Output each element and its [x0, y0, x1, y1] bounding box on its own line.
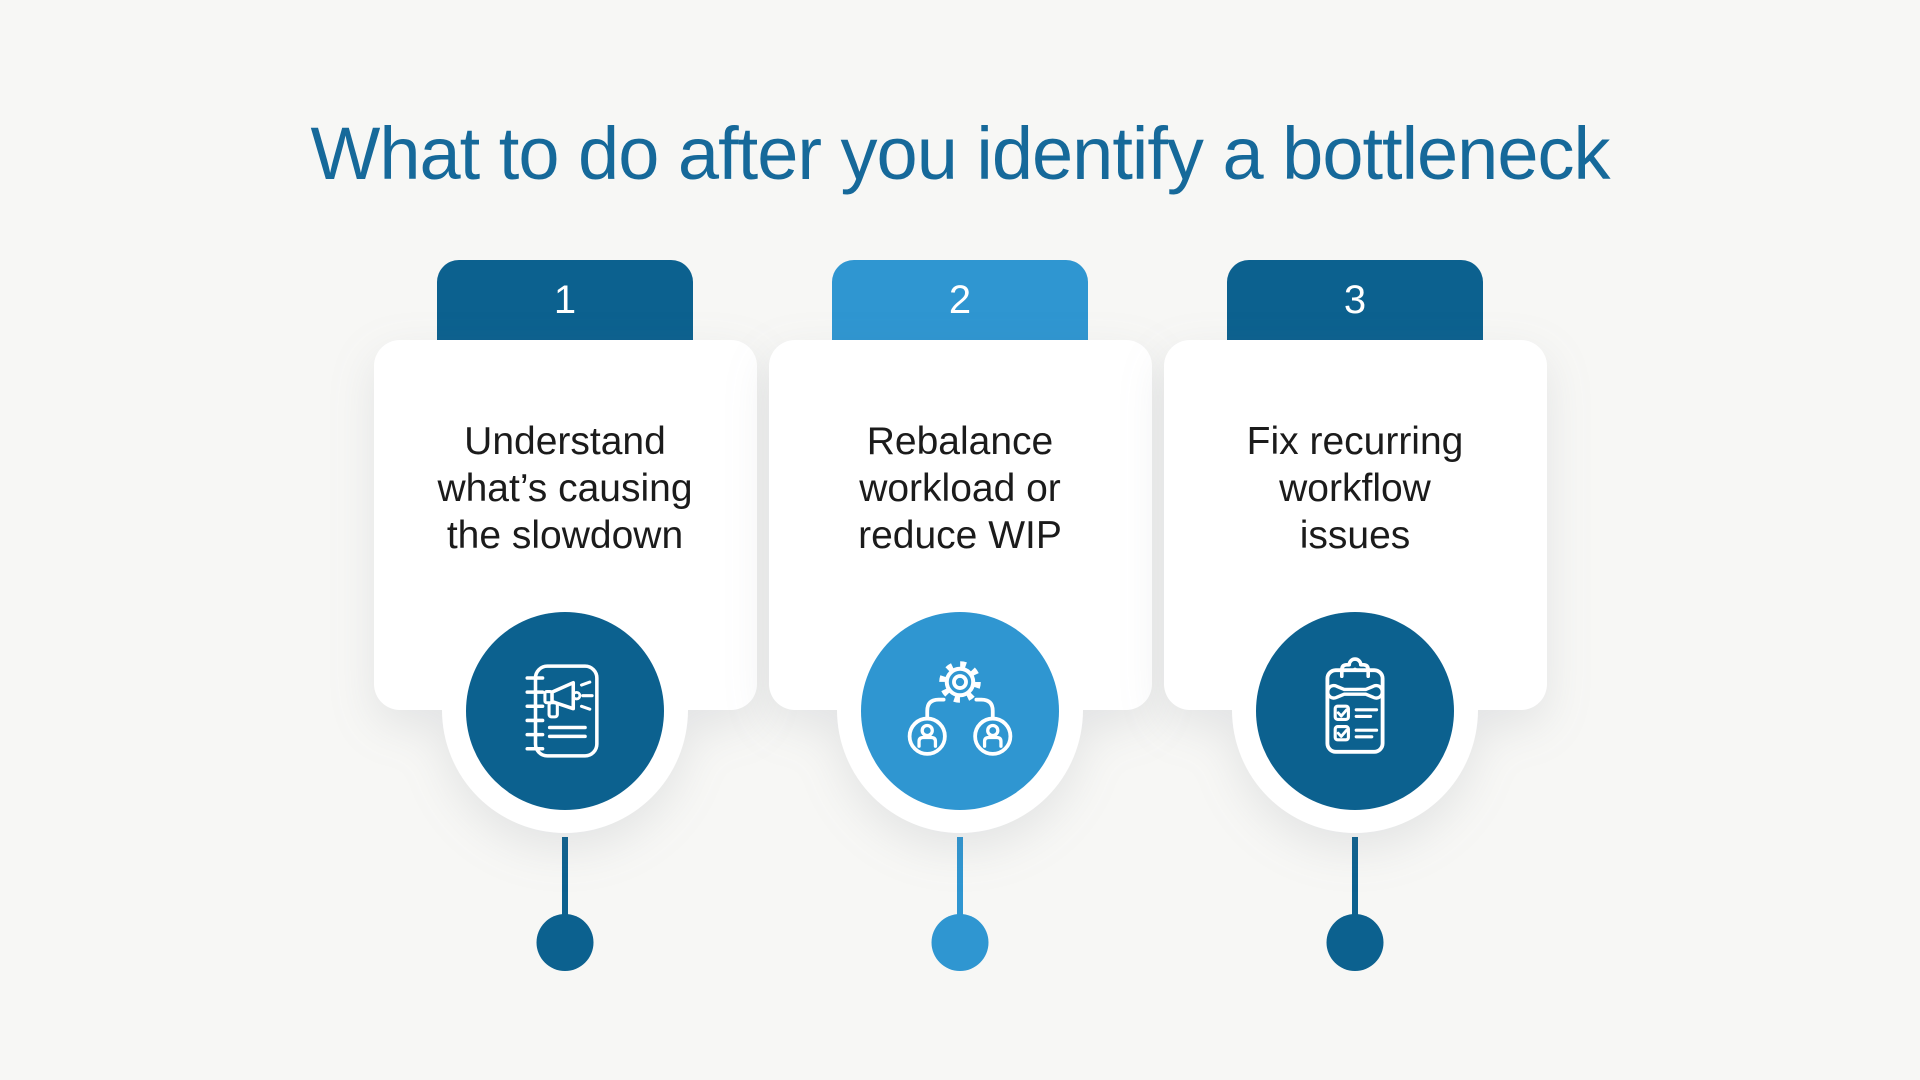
connector-dot — [536, 914, 594, 971]
step-card-2: 2 Rebalance workload or reduce WIP — [763, 260, 1158, 975]
step-text-line: what’s causing — [437, 467, 693, 510]
step-text-line: issues — [1299, 514, 1411, 557]
step-text-line: workload or — [859, 467, 1061, 510]
page-title: What to do after you identify a bottlene… — [310, 112, 1611, 195]
connector-dot — [1326, 914, 1384, 971]
step-icon-circle — [1256, 612, 1454, 810]
step-number: 1 — [553, 278, 577, 322]
step-text-line: the slowdown — [446, 514, 684, 557]
step-icon-circle — [466, 612, 664, 810]
step-number: 3 — [1343, 278, 1367, 322]
connector-line — [1352, 837, 1358, 917]
connector-dot — [931, 914, 989, 971]
step-text-line: Rebalance — [866, 420, 1054, 463]
step-text: Rebalance workload or reduce WIP — [763, 418, 1158, 559]
step-text-line: Fix recurring — [1246, 420, 1464, 463]
step-number: 2 — [948, 278, 972, 322]
step-text-line: reduce WIP — [858, 514, 1062, 557]
step-icon-circle — [861, 612, 1059, 810]
step-number-tab: 2 — [832, 260, 1088, 346]
step-text: Fix recurring workflow issues — [1158, 418, 1553, 559]
step-number-tab: 3 — [1227, 260, 1483, 346]
connector-line — [957, 837, 963, 917]
clipboard-wrench-icon — [1325, 657, 1385, 754]
notebook-megaphone-icon — [525, 664, 599, 758]
connector-line — [562, 837, 568, 917]
team-gear-icon — [907, 661, 1013, 756]
step-card-1: 1 Understand what’s causing the slowdown — [368, 260, 763, 975]
steps-row: 1 Understand what’s causing the slowdown — [0, 260, 1920, 975]
step-text-line: Understand — [464, 420, 666, 463]
step-text-line: workflow — [1279, 467, 1431, 510]
step-number-tab: 1 — [437, 260, 693, 346]
step-card-3: 3 Fix recurring workflow issues — [1158, 260, 1553, 975]
step-text: Understand what’s causing the slowdown — [368, 418, 763, 559]
